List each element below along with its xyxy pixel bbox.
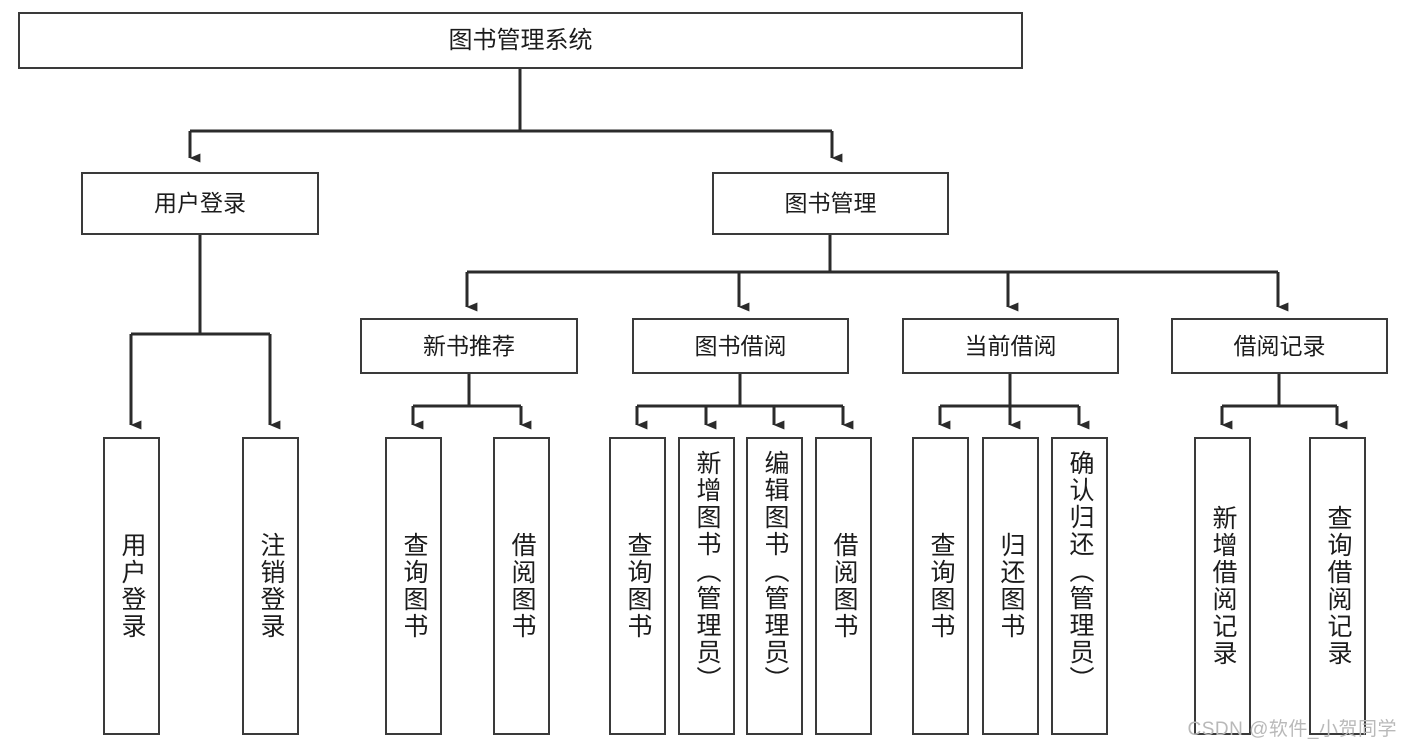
node-leaf-borrow-book-2[interactable]: 借阅图书 xyxy=(815,437,872,735)
node-leaf-confirm-return[interactable]: 确认归还（管理员） xyxy=(1051,437,1108,735)
node-leaf-query-record[interactable]: 查询借阅记录 xyxy=(1309,437,1366,735)
node-label: 注销登录 xyxy=(257,532,285,640)
node-leaf-user-login[interactable]: 用户登录 xyxy=(103,437,160,735)
node-label: 查询图书 xyxy=(400,532,428,640)
node-label: 新增图书（管理员） xyxy=(693,450,721,693)
node-label: 借阅记录 xyxy=(1233,332,1326,359)
node-user-login[interactable]: 用户登录 xyxy=(81,172,319,235)
node-leaf-query-book-2[interactable]: 查询图书 xyxy=(609,437,666,735)
node-label: 新增借阅记录 xyxy=(1209,505,1237,667)
node-borrow-record[interactable]: 借阅记录 xyxy=(1171,318,1388,374)
node-label: 图书管理 xyxy=(784,190,877,217)
node-label: 编辑图书（管理员） xyxy=(761,450,789,693)
node-root-system[interactable]: 图书管理系统 xyxy=(18,12,1023,69)
node-label: 归还图书 xyxy=(997,532,1025,640)
node-label: 新书推荐 xyxy=(423,332,515,359)
node-label: 确认归还（管理员） xyxy=(1066,450,1094,693)
node-new-book-recommend[interactable]: 新书推荐 xyxy=(360,318,578,374)
node-leaf-return-book[interactable]: 归还图书 xyxy=(982,437,1039,735)
node-leaf-edit-book[interactable]: 编辑图书（管理员） xyxy=(746,437,803,735)
node-leaf-query-book-1[interactable]: 查询图书 xyxy=(385,437,442,735)
node-leaf-add-book[interactable]: 新增图书（管理员） xyxy=(678,437,735,735)
node-label: 图书借阅 xyxy=(694,332,787,359)
node-label: 查询图书 xyxy=(624,532,652,640)
node-current-borrow[interactable]: 当前借阅 xyxy=(902,318,1119,374)
node-label: 用户登录 xyxy=(118,532,146,640)
watermark-text: CSDN @软件_小贺同学 xyxy=(1187,719,1397,740)
node-label: 当前借阅 xyxy=(964,332,1057,359)
node-label: 借阅图书 xyxy=(830,532,858,640)
node-label: 查询借阅记录 xyxy=(1324,505,1352,667)
node-label: 查询图书 xyxy=(927,532,955,640)
node-leaf-add-record[interactable]: 新增借阅记录 xyxy=(1194,437,1251,735)
node-label: 借阅图书 xyxy=(508,532,536,640)
node-leaf-borrow-book-1[interactable]: 借阅图书 xyxy=(493,437,550,735)
node-label: 用户登录 xyxy=(154,190,246,217)
node-label: 图书管理系统 xyxy=(448,26,593,54)
node-book-manage[interactable]: 图书管理 xyxy=(712,172,949,235)
node-leaf-query-book-3[interactable]: 查询图书 xyxy=(912,437,969,735)
node-leaf-user-logout[interactable]: 注销登录 xyxy=(242,437,299,735)
node-book-borrow[interactable]: 图书借阅 xyxy=(632,318,849,374)
